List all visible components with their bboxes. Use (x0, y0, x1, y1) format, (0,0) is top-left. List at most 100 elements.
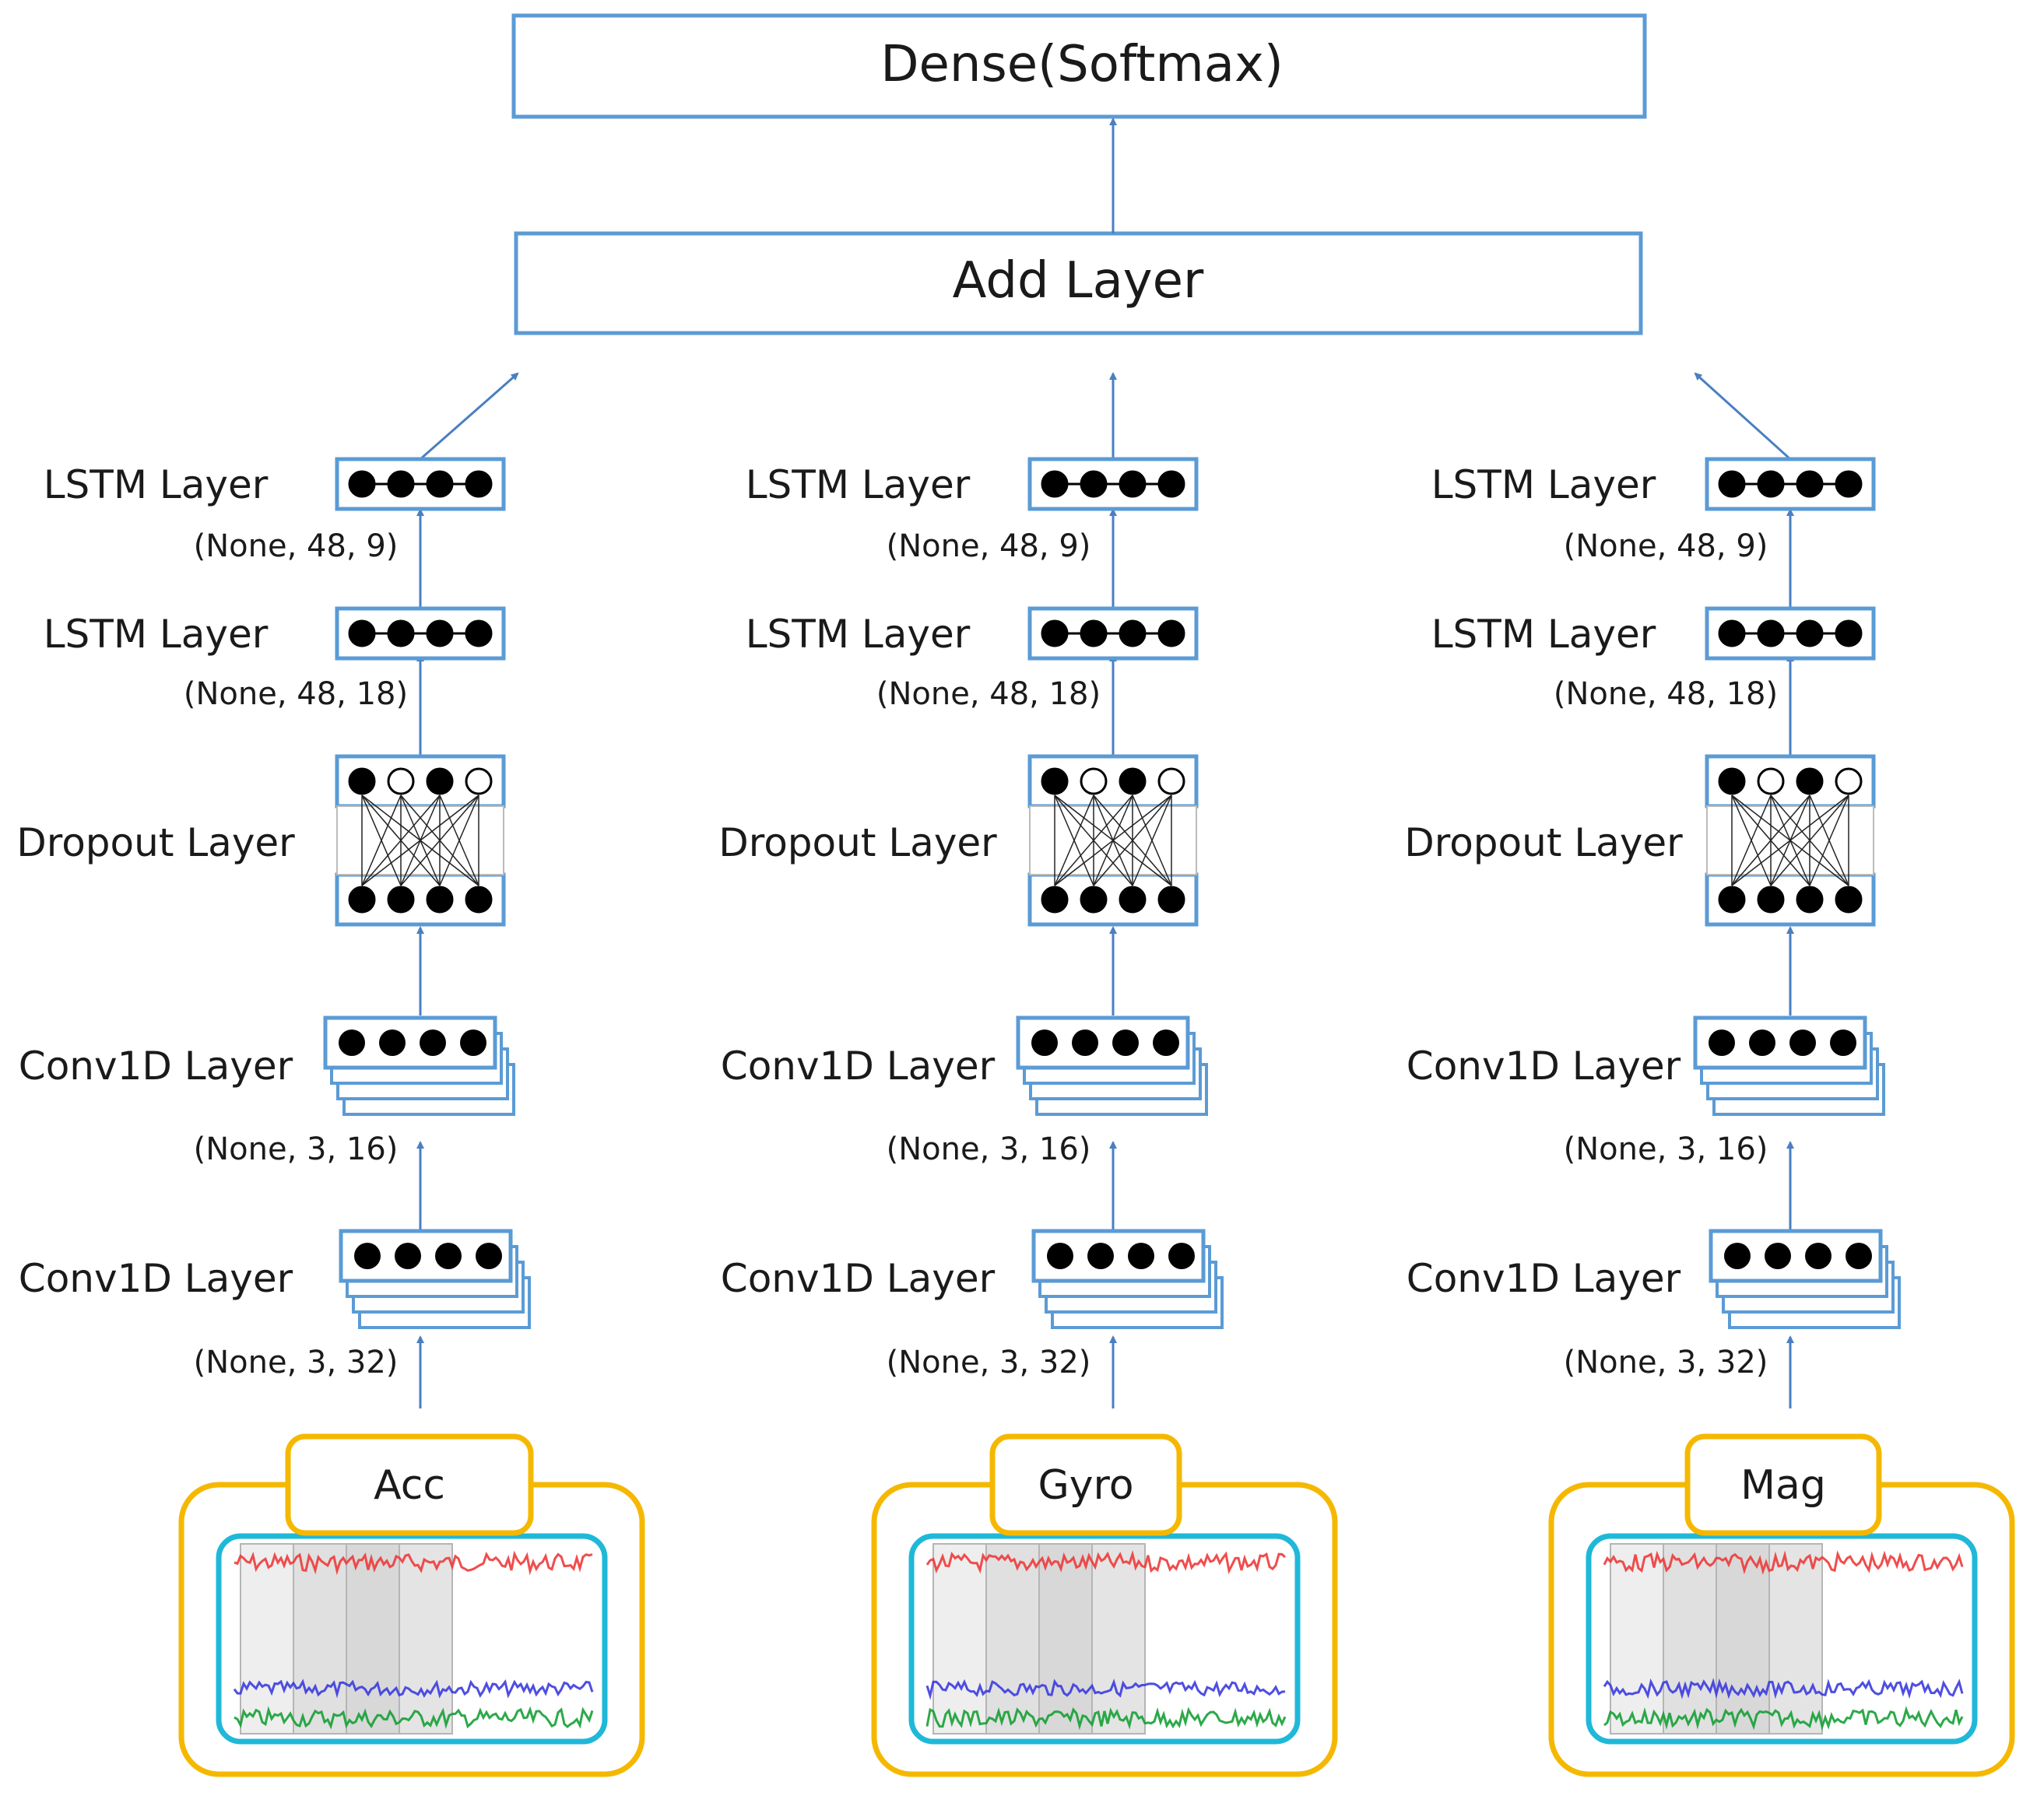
dropout-label: Dropout Layer (1404, 820, 1683, 865)
signal-trace-blue (1603, 1678, 1964, 1700)
time-window-3 (1038, 1543, 1093, 1735)
conv2-node-3 (420, 1030, 446, 1056)
conv1-node-4 (1846, 1243, 1872, 1269)
lstm2-label: LSTM Layer (1431, 462, 1656, 507)
add-layer-label: Add Layer (953, 252, 1204, 310)
dropout-bottom-node-1 (1718, 886, 1746, 914)
lstm2-shape-label: (None, 48, 9) (194, 528, 399, 564)
dropout-top-node-1 (1041, 767, 1069, 795)
add-layer: Add Layer (514, 231, 1643, 335)
sensor-name: Gyro (1038, 1462, 1133, 1509)
lstm1-label: LSTM Layer (746, 612, 971, 657)
arrow-lstm2-to-add (420, 372, 519, 461)
lstm1-shape-label: (None, 48, 18) (1554, 676, 1778, 712)
lstm1-node-1 (348, 619, 376, 647)
sensor-tab (989, 1433, 1182, 1536)
lstm1-node-2 (387, 619, 415, 647)
conv1-node-3 (1128, 1243, 1154, 1269)
dropout-edge-4-1 (1054, 795, 1172, 886)
time-window-4 (399, 1543, 453, 1735)
lstm1-node-4 (1157, 619, 1185, 647)
conv1-node-4 (476, 1243, 502, 1269)
dropout-top-node-3 (1119, 767, 1147, 795)
conv2-shape-label: (None, 3, 16) (887, 1131, 1091, 1167)
signal-trace-red (234, 1550, 593, 1576)
time-window-3 (1716, 1543, 1770, 1735)
dropout-label: Dropout Layer (718, 820, 997, 865)
lstm2-node-3 (1796, 470, 1824, 498)
dropout-top-node-2 (1080, 767, 1108, 795)
dropout-bottom-node-4 (465, 886, 493, 914)
dropout-edge-4-3 (1132, 795, 1172, 886)
conv2-node-2 (379, 1030, 406, 1056)
dropout-edge-2-1 (361, 795, 402, 886)
lstm1-node-3 (1796, 619, 1824, 647)
dropout-bottom-node-2 (1080, 886, 1108, 914)
branch-gyro: LSTM Layer (None, 48, 9) LSTM Layer (None, … (718, 372, 1338, 1777)
conv1-node-3 (1805, 1243, 1832, 1269)
lstm2-node-3 (1119, 470, 1147, 498)
lstm1-label: LSTM Layer (1431, 612, 1656, 657)
signal-trace-red (925, 1549, 1287, 1575)
time-window-3 (346, 1543, 400, 1735)
dropout-top-node-4 (1157, 767, 1185, 795)
conv1-node-1 (354, 1243, 381, 1269)
dropout-top-node-3 (426, 767, 454, 795)
dropout-top-node-1 (348, 767, 376, 795)
lstm1-node-1 (1718, 619, 1746, 647)
dropout-bottom-node-1 (348, 886, 376, 914)
conv1-label: Conv1D Layer (721, 1256, 996, 1301)
sensor-tab (285, 1433, 534, 1536)
time-window-2 (1663, 1543, 1717, 1735)
conv1-node-4 (1168, 1243, 1195, 1269)
sensor-name: Acc (374, 1462, 445, 1509)
dropout-edge-4-3 (439, 795, 479, 886)
conv2-label: Conv1D Layer (721, 1044, 996, 1089)
signal-trace-red (1603, 1550, 1964, 1575)
lstm1-shape-label: (None, 48, 18) (184, 676, 408, 712)
dropout-bottom-node-3 (1796, 886, 1824, 914)
time-window-1 (240, 1543, 294, 1735)
branch-acc: LSTM Layer(None, 48, 9)LSTM Layer(None, … (16, 372, 645, 1777)
conv2-shape-label: (None, 3, 16) (194, 1131, 399, 1167)
dropout-edge-4-2 (1770, 795, 1849, 886)
time-window-4 (1768, 1543, 1823, 1735)
dropout-top-node-4 (465, 767, 493, 795)
lstm2-label: LSTM Layer (746, 462, 971, 507)
signal-trace-blue (925, 1678, 1286, 1700)
lstm1-node-4 (1835, 619, 1863, 647)
lstm2-shape-label: (None, 48, 9) (887, 528, 1091, 564)
lstm2-node-3 (426, 470, 454, 498)
lstm2-node-1 (1041, 470, 1069, 498)
sensor-tab (1684, 1433, 1882, 1536)
lstm1-node-4 (465, 619, 493, 647)
dropout-edge-4-2 (400, 795, 479, 886)
arrow-lstm2-to-add (1694, 372, 1792, 461)
conv2-node-4 (1153, 1030, 1179, 1056)
conv1-label: Conv1D Layer (1407, 1256, 1681, 1301)
dropout-edge-2-1 (1731, 795, 1772, 886)
conv2-node-3 (1112, 1030, 1139, 1056)
lstm2-node-4 (1835, 470, 1863, 498)
conv1-node-2 (1765, 1243, 1791, 1269)
conv1-shape-label: (None, 3, 32) (887, 1345, 1091, 1380)
dropout-edge-3-1 (1054, 795, 1133, 886)
signal-trace-green (234, 1706, 594, 1730)
lstm2-node-2 (1080, 470, 1108, 498)
dropout-bottom-node-4 (1835, 886, 1863, 914)
lstm1-label: LSTM Layer (44, 612, 269, 657)
conv1-node-2 (1087, 1243, 1114, 1269)
dropout-top-node-1 (1718, 767, 1746, 795)
dropout-edge-4-2 (1093, 795, 1172, 886)
time-window-1 (1610, 1543, 1664, 1735)
lstm2-node-4 (1157, 470, 1185, 498)
dropout-edge-4-1 (1731, 795, 1849, 886)
dense-softmax-label: Dense(Softmax) (880, 36, 1284, 93)
dropout-label: Dropout Layer (16, 820, 295, 865)
dropout-top-node-2 (1757, 767, 1785, 795)
lstm2-shape-label: (None, 48, 9) (1564, 528, 1768, 564)
lstm2-node-2 (1757, 470, 1785, 498)
conv2-node-1 (1031, 1030, 1058, 1056)
time-window-1 (932, 1543, 987, 1735)
